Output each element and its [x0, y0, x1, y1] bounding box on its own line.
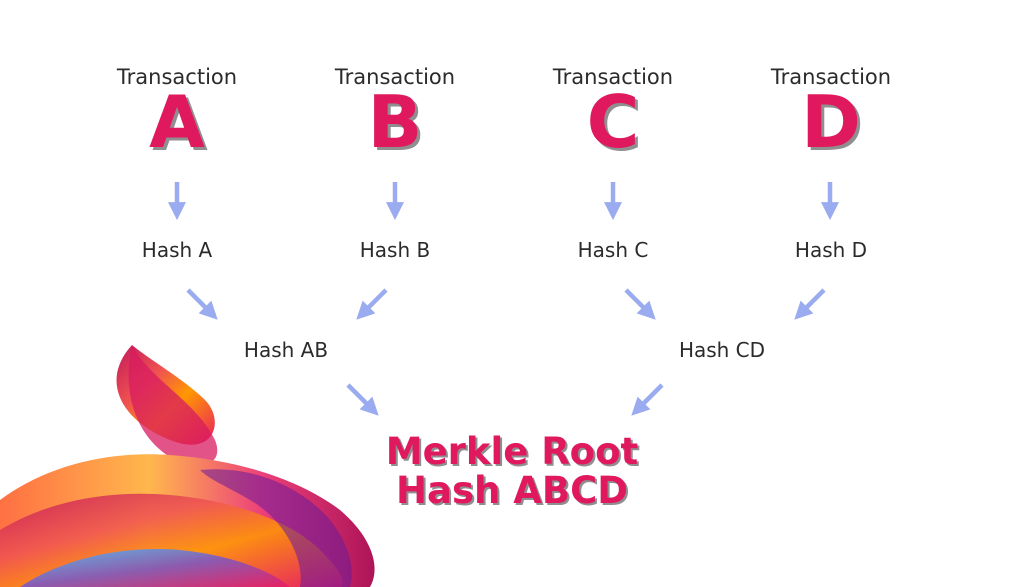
- hash-b: Hash B: [359, 238, 431, 262]
- arrow-hash-c-to-cd: [624, 288, 656, 320]
- merkle-root-line2: Hash ABCD: [396, 468, 628, 512]
- transaction-d-label: Transaction: [770, 65, 892, 89]
- hash-c: Hash C: [577, 238, 649, 262]
- transaction-a-label: Transaction: [116, 65, 238, 89]
- transaction-a-letter: A: [149, 80, 205, 164]
- transaction-c-letter: C: [586, 80, 640, 164]
- transaction-b-label: Transaction: [334, 65, 456, 89]
- arrow-ab-to-root: [346, 383, 379, 416]
- arrow-cd-to-root: [631, 383, 664, 416]
- arrow-hash-a-to-ab: [186, 288, 218, 320]
- hash-ab: Hash AB: [243, 338, 329, 362]
- hash-a: Hash A: [141, 238, 213, 262]
- merkle-root-line1: Merkle Root: [385, 430, 639, 473]
- arrow-hash-d-to-cd: [794, 288, 826, 320]
- transaction-d-letter: D: [801, 80, 861, 164]
- hash-d: Hash D: [794, 238, 868, 262]
- transaction-b-letter: B: [367, 80, 423, 164]
- hash-cd: Hash CD: [678, 338, 766, 362]
- arrow-hash-b-to-ab: [356, 288, 388, 320]
- merkle-root-title: Merkle Root Hash ABCD: [312, 430, 712, 512]
- transaction-c-label: Transaction: [552, 65, 674, 89]
